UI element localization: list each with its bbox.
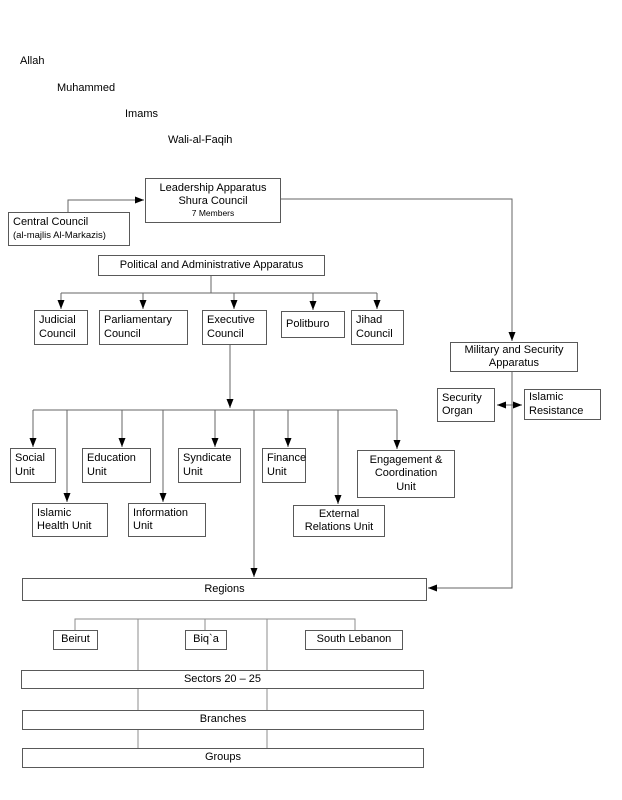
connector-region-rail bbox=[74, 618, 356, 630]
education-unit-label: Education Unit bbox=[87, 452, 136, 478]
label-imams: Imams bbox=[125, 108, 158, 120]
node-regions: Regions bbox=[22, 578, 427, 601]
social-unit-label: Social Unit bbox=[15, 452, 45, 478]
node-political-apparatus: Political and Administrative Apparatus bbox=[98, 255, 325, 276]
groups-label: Groups bbox=[204, 751, 242, 764]
node-education-unit: Education Unit bbox=[82, 448, 151, 483]
node-finance-unit: Finance Unit bbox=[262, 448, 306, 483]
military-apparatus-label: Military and Security Apparatus bbox=[464, 343, 564, 369]
node-military-apparatus: Military and Security Apparatus bbox=[450, 342, 578, 372]
node-external-relations-unit: External Relations Unit bbox=[293, 505, 385, 537]
connector-leadership-to-military bbox=[281, 198, 516, 341]
node-politburo: Politburo bbox=[281, 311, 345, 338]
biqa-label: Biq`a bbox=[193, 633, 219, 646]
node-central-council: Central Council (al-majlis Al-Markazis) bbox=[8, 212, 130, 246]
sectors-label: Sectors 20 – 25 bbox=[183, 672, 262, 685]
executive-council-label: Executive Council bbox=[207, 314, 255, 340]
connector-central-council-to-leadership bbox=[67, 196, 144, 213]
node-islamic-health-unit: Islamic Health Unit bbox=[32, 503, 108, 537]
syndicate-unit-label: Syndicate Unit bbox=[183, 452, 232, 478]
node-security-organ: Security Organ bbox=[437, 388, 495, 422]
node-engagement-unit: Engagement & Coordination Unit bbox=[357, 450, 455, 498]
regions-label: Regions bbox=[204, 582, 245, 595]
node-islamic-resistance: Islamic Resistance bbox=[524, 389, 601, 420]
node-branches: Branches bbox=[22, 710, 424, 730]
node-jihad-council: Jihad Council bbox=[351, 310, 404, 345]
central-council-subtitle: (al-majlis Al-Markazis) bbox=[13, 229, 106, 241]
branches-label: Branches bbox=[199, 713, 247, 726]
node-judicial-council: Judicial Council bbox=[34, 310, 88, 345]
security-organ-label: Security Organ bbox=[442, 391, 482, 417]
leadership-subtitle: Shura Council bbox=[178, 195, 248, 208]
node-syndicate-unit: Syndicate Unit bbox=[178, 448, 241, 483]
node-parliamentary-council: Parliamentary Council bbox=[99, 310, 188, 345]
node-groups: Groups bbox=[22, 748, 424, 768]
political-apparatus-label: Political and Administrative Apparatus bbox=[119, 258, 304, 271]
politburo-label: Politburo bbox=[286, 317, 330, 330]
engagement-unit-label: Engagement & Coordination Unit bbox=[369, 454, 443, 493]
node-biqa: Biq`a bbox=[185, 630, 227, 650]
finance-unit-label: Finance Unit bbox=[267, 452, 307, 478]
external-relations-unit-label: External Relations Unit bbox=[304, 507, 374, 533]
parliamentary-council-label: Parliamentary Council bbox=[104, 314, 172, 340]
node-south-lebanon: South Lebanon bbox=[305, 630, 403, 650]
node-social-unit: Social Unit bbox=[10, 448, 56, 483]
jihad-council-label: Jihad Council bbox=[356, 314, 393, 340]
information-unit-label: Information Unit bbox=[133, 506, 189, 532]
connector-military-to-regions bbox=[428, 372, 513, 592]
leadership-members: 7 Members bbox=[191, 208, 235, 219]
label-muhammed: Muhammed bbox=[57, 82, 116, 94]
node-executive-council: Executive Council bbox=[202, 310, 267, 345]
central-council-title: Central Council bbox=[13, 216, 89, 229]
node-sectors: Sectors 20 – 25 bbox=[21, 670, 424, 689]
beirut-label: Beirut bbox=[61, 633, 90, 646]
label-wali-al-faqih: Wali-al-Faqih bbox=[168, 134, 233, 146]
node-leadership-apparatus: Leadership Apparatus Shura Council 7 Mem… bbox=[145, 178, 281, 223]
south-lebanon-label: South Lebanon bbox=[316, 633, 392, 646]
judicial-council-label: Judicial Council bbox=[39, 314, 76, 340]
node-information-unit: Information Unit bbox=[128, 503, 206, 537]
leadership-title: Leadership Apparatus bbox=[159, 182, 267, 194]
label-allah: Allah bbox=[20, 55, 45, 67]
islamic-resistance-label: Islamic Resistance bbox=[529, 391, 584, 417]
islamic-health-unit-label: Islamic Health Unit bbox=[37, 506, 92, 532]
node-beirut: Beirut bbox=[53, 630, 98, 650]
